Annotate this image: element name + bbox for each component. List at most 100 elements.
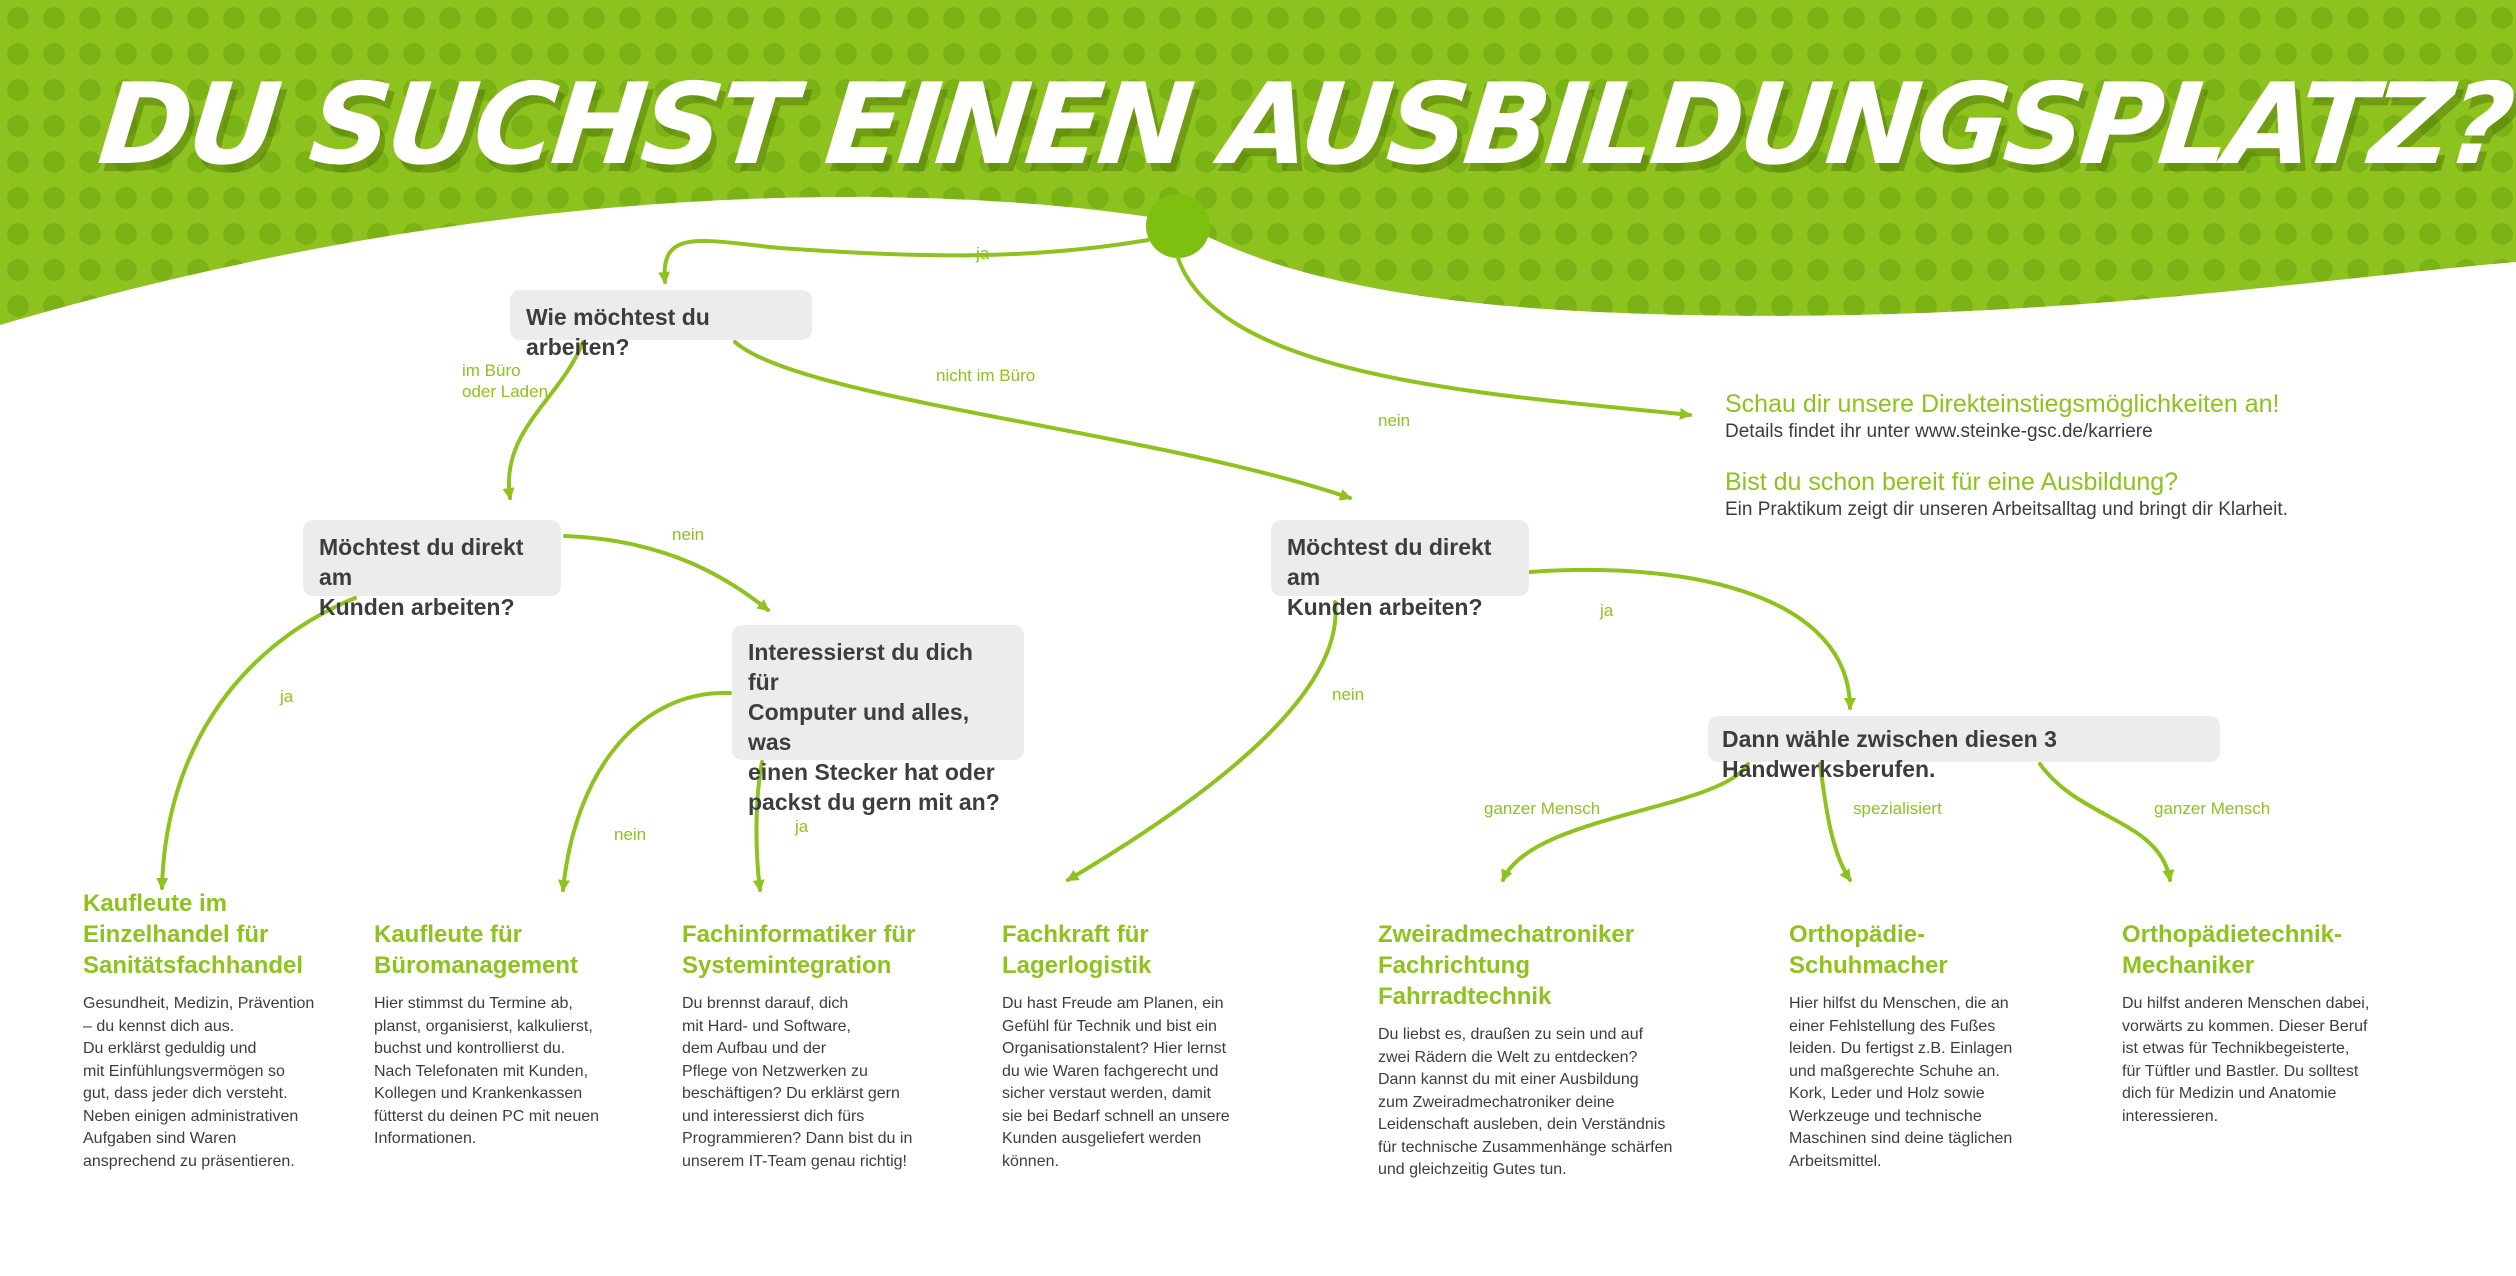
info-text: Ein Praktikum zeigt dir unseren Arbeitsa… [1725,499,2288,520]
text-line: interessieren. [2122,1107,2219,1125]
connector-craft-3 [2038,762,2175,882]
result-description: Hier stimmst du Termine ab, planst, orga… [374,993,644,1151]
text-line: Kunden ausgeliefert werden [1002,1130,1202,1147]
title-line: Sanitätsfachhandel [83,952,304,979]
text-line: und interessierst dich fürs [682,1107,865,1125]
text-line: ist etwas für Technikbegeisterte, [2122,1040,2350,1057]
title-line: Schuhmacher [1789,952,1948,979]
question-customer-right: Möchtest du direkt am Kunden arbeiten? [1271,520,1529,620]
result-zweiradmechatroniker: Zweiradmechatroniker Fachrichtung Fahrra… [1378,919,1708,1182]
info-ready: Bist du schon bereit für eine Ausbildung… [1725,466,2288,522]
text-line: Kork, Leder und Holz sowie [1789,1085,1985,1102]
info-heading: Schau dir unsere Direkteinstiegsmöglichk… [1725,390,2280,418]
text-line: Leidenschaft ausleben, dein Verständnis [1378,1116,1666,1133]
result-description: Hier hilfst du Menschen, die an einer Fe… [1789,993,2059,1173]
text-line: Kollegen und Krankenkassen [374,1085,583,1102]
text-line: und gleichzeitig Gutes tun. [1378,1161,1567,1178]
result-title: Fachinformatiker für Systemintegration [682,919,952,981]
text-line: für Tüftler und Bastler. Du solltest [2122,1062,2359,1080]
question-computer: Interessierst du dich für Computer und a… [732,625,1024,815]
connector-office [502,340,585,500]
edge-label-start-ja: ja [976,244,990,263]
question-line: packst du gern mit an? [748,789,1000,815]
result-description: Gesundheit, Medizin, Prävention – du ken… [83,993,353,1173]
text-line: Programmieren? Dann bist du in [682,1130,913,1147]
question-craft-choice: Dann wähle zwischen diesen 3 Handwerksbe… [1708,716,2220,782]
text-line: Arbeitsmittel. [1789,1152,1882,1170]
edge-label-line: oder Laden [462,382,549,401]
result-description: Du hast Freude am Planen, ein Gefühl für… [1002,993,1272,1173]
text-line: Hier stimmst du Termine ab, [374,995,573,1012]
text-line: können. [1002,1152,1059,1170]
edge-label-craft-1: ganzer Mensch [1484,799,1601,818]
edge-label-office: im Büro oder Laden [462,360,548,402]
result-title: Fachkraft für Lagerlogistik [1002,919,1272,981]
text-line: – du kennst dich aus. [83,1017,235,1035]
text-line: für technische Zusammenhänge schärfen [1378,1138,1673,1156]
title-line: Zweiradmechatroniker [1378,921,1635,948]
connector-left-nein [563,534,770,612]
result-orthopaedietechnik: Orthopädietechnik- Mechaniker Du hilfst … [2122,919,2392,1128]
text-line: leiden. Du fertigst z.B. Einlagen [1789,1040,2013,1057]
title-line: Orthopädietechnik- [2122,921,2343,948]
result-title: Kaufleute für Büromanagement [374,919,644,981]
text-line: Neben einigen administrativen [83,1107,299,1125]
question-text: Dann wähle zwischen diesen 3 Handwerksbe… [1722,726,2057,782]
text-line: dem Aufbau und der [682,1040,827,1057]
page-title: DU SUCHST EINEN AUSBILDUNGSPLATZ? [93,60,2516,190]
text-line: Dann kannst du mit einer Ausbildung [1378,1071,1639,1088]
title-line: Mechaniker [2122,952,2255,979]
title-line: Kaufleute im [83,890,228,917]
result-orthopaedieschuhmacher: Orthopädie- Schuhmacher Hier hilfst du M… [1789,919,2059,1173]
text-line: einer Fehlstellung des Fußes [1789,1017,1996,1035]
text-line: Nach Telefonaten mit Kunden, [374,1062,589,1080]
title-line: Lagerlogistik [1002,952,1152,979]
text-line: ansprechend zu präsentieren. [83,1152,295,1170]
edge-label-start-nein: nein [1378,411,1411,430]
text-line: Du hilfst anderen Menschen dabei, [2122,995,2370,1012]
title-line: Fachkraft für [1002,921,1149,948]
result-description: Du brennst darauf, dich mit Hard- und So… [682,993,952,1173]
edge-label-not-office: nicht im Büro [936,366,1036,385]
edge-label-craft-2: spezialisiert [1853,799,1942,818]
question-line: einen Stecker hat oder [748,759,995,785]
question-line: Kunden arbeiten? [1287,594,1483,620]
text-line: fütterst du deinen PC mit neuen [374,1107,600,1125]
edge-label-q3-ja: ja [795,817,809,836]
text-line: Gefühl für Technik und bist ein [1002,1017,1217,1035]
title-line: Kaufleute für [374,921,523,948]
text-line: Gesundheit, Medizin, Prävention [83,995,315,1012]
text-line: unserem IT-Team genau richtig! [682,1152,907,1170]
title-line: Orthopädie- [1789,921,1925,948]
result-description: Du hilfst anderen Menschen dabei, vorwär… [2122,993,2392,1128]
title-line: Fachinformatiker für [682,921,916,948]
edge-label-left-ja: ja [280,687,294,706]
edge-label-line: im Büro [462,361,521,380]
question-work-style: Wie möchtest du arbeiten? [510,290,812,360]
edge-label-right-nein: nein [1332,685,1365,704]
text-line: Pflege von Netzwerken zu [682,1062,868,1080]
text-line: vorwärts zu kommen. Dieser Beruf [2122,1017,2368,1035]
title-line: Büromanagement [374,952,579,979]
text-line: buchst und kontrollierst du. [374,1040,566,1057]
text-line: gut, dass jeder dich versteht. [83,1085,288,1102]
result-fachinformatiker: Fachinformatiker für Systemintegration D… [682,919,952,1173]
text-line: du wie Waren fachgerecht und [1002,1062,1219,1080]
question-line: Möchtest du direkt am [319,534,524,590]
text-line: zwei Rädern die Welt zu entdecken? [1378,1048,1638,1066]
connector-craft-1 [1501,762,1750,882]
text-line: planst, organisierst, kalkulierst, [374,1017,593,1035]
question-line: Computer und alles, was [748,699,970,755]
connector-start-ja [658,238,1150,284]
question-line: Möchtest du direkt am [1287,534,1492,590]
edge-label-left-nein: nein [672,525,705,544]
question-text: Wie möchtest du arbeiten? [526,304,710,360]
dot-pattern [0,0,2516,325]
start-node [1146,194,1210,258]
title-line: Fachrichtung Fahrradtechnik [1378,952,1552,1010]
result-title: Orthopädietechnik- Mechaniker [2122,919,2392,981]
text-line: und maßgerechte Schuhe an. [1789,1062,2000,1080]
flow-connectors [156,238,2175,892]
result-title: Orthopädie- Schuhmacher [1789,919,2059,981]
